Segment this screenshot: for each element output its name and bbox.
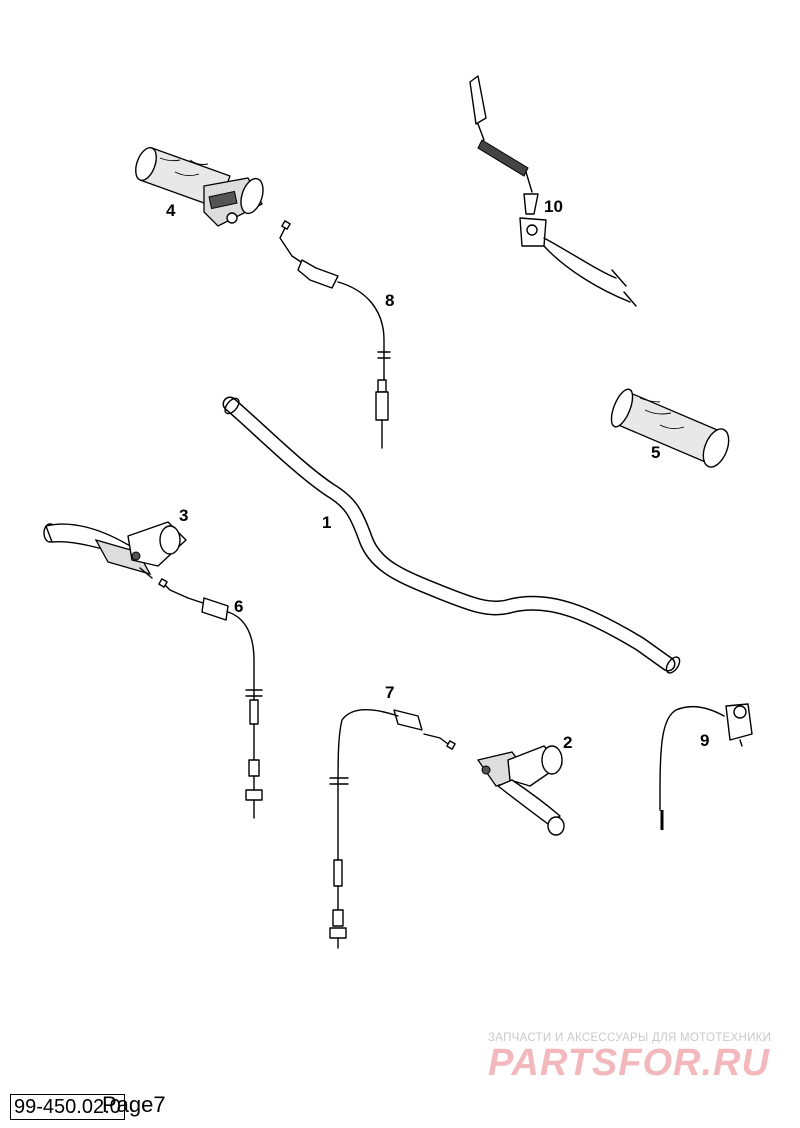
part-label-1: 1 [322,513,331,532]
part-label-3: 3 [179,506,188,525]
part-label-8: 8 [385,291,394,310]
emergency-stop-switch [469,75,637,307]
clutch-lever [43,521,187,579]
brake-cable [329,709,456,949]
kill-switch [659,703,753,830]
watermark-logo: PARTSFOR.RU [488,1042,770,1084]
page-label: Page7 [102,1092,166,1117]
part-label-2: 2 [563,733,572,752]
handlebar [222,396,681,674]
brake-lever [476,745,565,836]
watermark-tagline: ЗАПЧАСТИ И АКСЕССУАРЫ ДЛЯ МОТОТЕХНИКИ [488,1032,772,1044]
clutch-cable [158,578,263,819]
part-label-4: 4 [166,201,176,220]
left-grip [610,388,730,468]
part-label-10: 10 [544,197,563,216]
part-label-9: 9 [700,731,709,750]
part-label-7: 7 [385,683,394,702]
throttle-grip-assembly [135,147,264,227]
part-label-6: 6 [234,597,243,616]
part-label-5: 5 [651,443,660,462]
throttle-cable [279,220,391,449]
document-number: 99-450.02.0 [10,1094,125,1120]
